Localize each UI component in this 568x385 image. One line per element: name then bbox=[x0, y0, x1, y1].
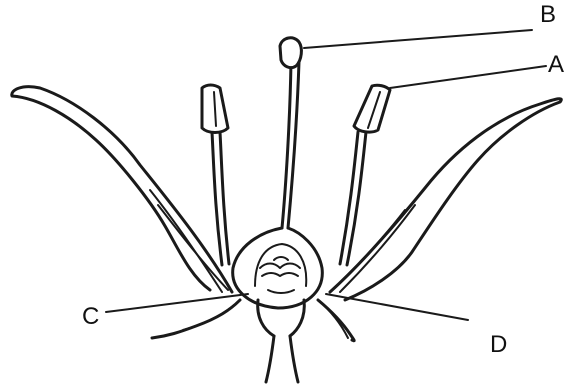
leader-d bbox=[326, 294, 468, 320]
pistil bbox=[280, 38, 301, 228]
left-petal bbox=[12, 87, 232, 292]
receptacle bbox=[152, 300, 354, 382]
leader-b bbox=[304, 30, 532, 48]
left-stamen bbox=[202, 85, 229, 265]
label-d: D bbox=[490, 331, 507, 358]
label-a: A bbox=[548, 51, 564, 78]
label-c: C bbox=[82, 303, 99, 330]
label-b: B bbox=[540, 1, 556, 28]
leader-lines bbox=[106, 30, 546, 320]
ovary bbox=[233, 228, 323, 308]
leader-a bbox=[390, 66, 546, 88]
